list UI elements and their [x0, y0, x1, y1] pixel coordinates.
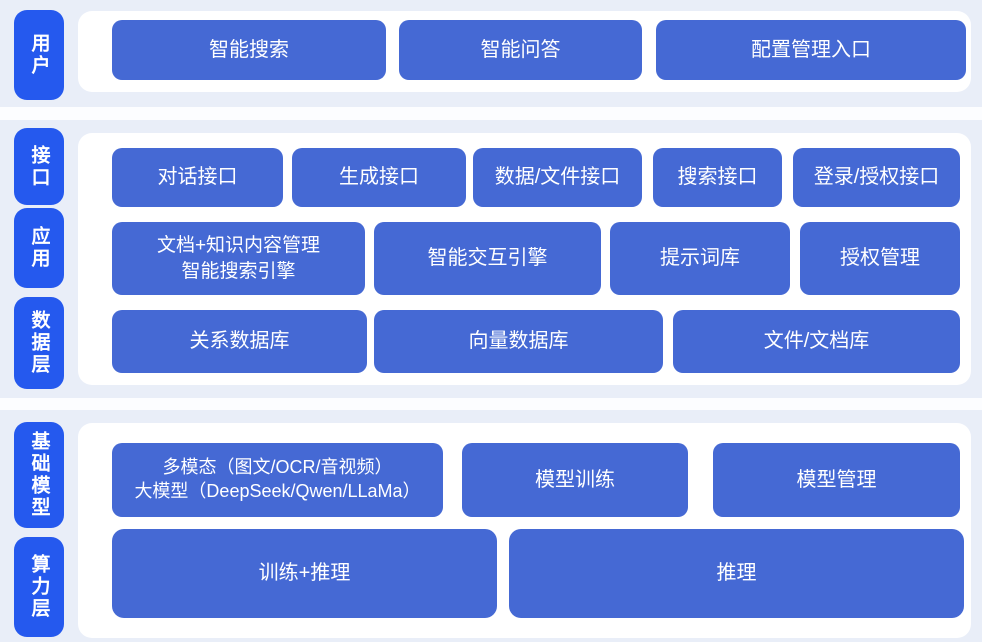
- block-file-document-store: 文件/文档库: [673, 310, 960, 373]
- block-intelligent-qa: 智能问答: [399, 20, 642, 80]
- block-data-file-api: 数据/文件接口: [473, 148, 642, 207]
- block-search-api: 搜索接口: [653, 148, 782, 207]
- user-panel: 智能搜索 智能问答 配置管理入口: [78, 11, 971, 92]
- side-label-user: 用户: [14, 10, 64, 100]
- side-label-application: 应用: [14, 208, 64, 288]
- side-label-data-layer: 数据层: [14, 297, 64, 389]
- block-intelligent-interaction-engine: 智能交互引擎: [374, 222, 601, 295]
- side-label-interface: 接口: [14, 128, 64, 205]
- block-doc-knowledge-search-engine: 文档+知识内容管理 智能搜索引擎: [112, 222, 365, 295]
- block-dialog-api: 对话接口: [112, 148, 283, 207]
- block-inference: 推理: [509, 529, 964, 618]
- infra-panel: 多模态（图文/OCR/音视频） 大模型（DeepSeek/Qwen/LLaMa）…: [78, 423, 971, 638]
- block-model-training: 模型训练: [462, 443, 688, 517]
- block-multimodal-llm: 多模态（图文/OCR/音视频） 大模型（DeepSeek/Qwen/LLaMa）: [112, 443, 443, 517]
- block-authorization-management: 授权管理: [800, 222, 960, 295]
- block-model-management: 模型管理: [713, 443, 960, 517]
- block-training-inference: 训练+推理: [112, 529, 497, 618]
- block-generation-api: 生成接口: [292, 148, 466, 207]
- block-prompt-library: 提示词库: [610, 222, 790, 295]
- core-panel: 对话接口 生成接口 数据/文件接口 搜索接口 登录/授权接口 文档+知识内容管理…: [78, 133, 971, 385]
- side-label-base-model: 基础模型: [14, 422, 64, 528]
- side-label-compute-layer: 算力层: [14, 537, 64, 637]
- block-config-management-entry: 配置管理入口: [656, 20, 966, 80]
- block-relational-db: 关系数据库: [112, 310, 367, 373]
- block-vector-db: 向量数据库: [374, 310, 663, 373]
- block-login-auth-api: 登录/授权接口: [793, 148, 960, 207]
- block-intelligent-search: 智能搜索: [112, 20, 386, 80]
